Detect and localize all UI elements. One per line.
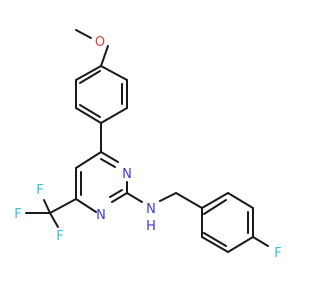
bond-c2-n1-inner: [109, 189, 123, 198]
cf3-fluorine-top-label: F: [36, 183, 43, 198]
bond-fp-a: [201, 192, 229, 209]
bond-o-ring: [100, 45, 109, 67]
methoxyphenyl-ring: [75, 65, 128, 124]
bond-fp-e: [201, 236, 229, 253]
bond-fp-a-inner: [203, 199, 227, 215]
bond-c2-nh: [126, 192, 143, 203]
bond-ring-c: [100, 107, 128, 124]
amine-n-label: N: [146, 202, 156, 217]
bond-ring-f-inner: [79, 70, 101, 84]
pyrimidine-n1-label: N: [96, 208, 106, 223]
bond-fp-e-inner: [203, 232, 227, 247]
fluorophenyl-ring: [201, 192, 269, 253]
bond-c5-c4: [75, 151, 102, 169]
bond-fp-to-f: [252, 236, 269, 247]
bond-ring-d-inner: [79, 104, 101, 118]
cf3-fluorine-left-label: F: [14, 207, 21, 222]
cf3-fluorine-bottom-label: F: [56, 229, 63, 244]
pyrimidine-n3-label: N: [122, 167, 132, 182]
bond-c2-n1-a: [111, 192, 128, 203]
bond-c6-cf3: [49, 198, 77, 214]
bond-ch2-ring: [175, 192, 203, 209]
para-fluorine-label: F: [274, 246, 281, 261]
bond-nh-ch2: [159, 192, 177, 202]
oxygen-label: O: [95, 35, 105, 50]
methoxy-group: [75, 29, 109, 67]
bond-ring-f: [75, 65, 102, 81]
bond-ring-a: [100, 65, 128, 81]
bond-ring-d: [75, 107, 102, 124]
bond-fp-d: [227, 236, 254, 253]
benzylamine: [126, 192, 203, 209]
bond-cf3-f-top: [43, 199, 51, 214]
bond-c4-n3-inner: [100, 158, 116, 168]
bond-c4-n3: [100, 151, 119, 163]
bond-methyl-o: [75, 29, 92, 39]
pyrimidine-ring: [75, 151, 128, 213]
bond-n1-c6: [75, 198, 97, 213]
trifluoromethyl-group: [43, 198, 77, 228]
bond-fp-b: [227, 192, 254, 209]
amine-h-label: H: [146, 219, 156, 234]
bond-cf3-f2: [49, 212, 59, 228]
molecule-diagram: O N N N H F F F F: [14, 29, 282, 261]
